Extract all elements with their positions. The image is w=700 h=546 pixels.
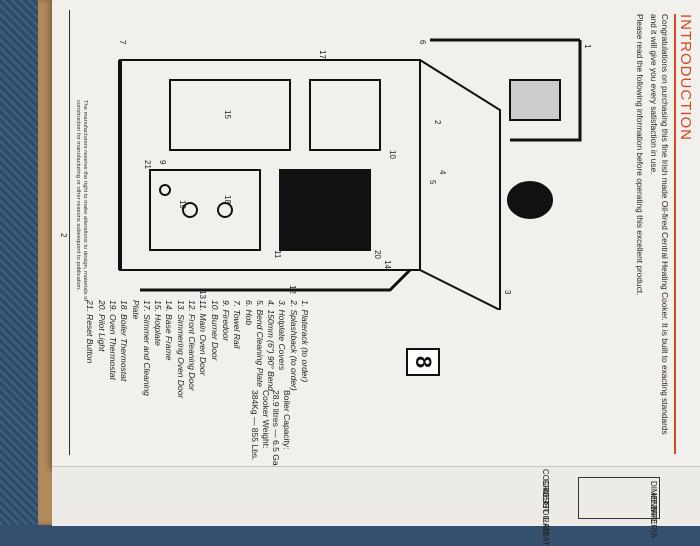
intro-paragraph: Congratulations on purchasing this fine … <box>649 14 671 435</box>
legend-item: 19. Oven Thermostat <box>107 300 118 380</box>
reset-button <box>159 184 171 196</box>
legend-item: 15. Hotplate <box>153 300 164 346</box>
callout-17: 17 <box>318 50 327 59</box>
rotated-page-content: INTRODUCTION Congratulations on purchasi… <box>52 0 700 485</box>
legend-item: 12. Front Cleaning Door <box>187 300 198 391</box>
legend-item: 14. Base Frame <box>164 300 175 361</box>
callout-14: 14 <box>383 260 392 269</box>
legend-item: 18. Boiler Thermostat <box>119 300 130 382</box>
legend-item: 13. Simmering Oven Door <box>175 300 186 399</box>
next-page-content: DIMENS METRIC IMPERIA COOKE GROSS NETT J… <box>52 467 700 546</box>
next-page-line: RADIAT <box>541 517 550 546</box>
callout-7: 7 <box>118 40 127 45</box>
parts-legend: 1. Platerack (to order) 2. Splashback (t… <box>84 300 310 398</box>
legend-item: 17. Simmer and Cleaning <box>141 300 152 396</box>
title-underline <box>674 14 676 454</box>
burner-door <box>309 79 381 151</box>
legend-item: 6. Hob <box>243 300 254 326</box>
instruction-paragraph: Please read the following information be… <box>635 14 645 296</box>
simmer-oven-door <box>169 79 291 151</box>
legend-item: 2. Splashback (to order) <box>288 300 299 391</box>
callout-19: 19 <box>178 200 187 209</box>
legend-item: 9. Firedoor <box>220 300 231 342</box>
diagram-callouts: 1 2 3 4 5 6 7 9 10 11 12 13 14 15 17 18 … <box>118 40 592 299</box>
hotplate-cover <box>509 79 561 121</box>
callout-12: 12 <box>288 285 297 294</box>
callout-6: 6 <box>418 40 427 45</box>
callout-10: 10 <box>388 150 397 159</box>
callout-4: 4 <box>438 170 447 175</box>
boiler-thermostat <box>182 202 198 218</box>
page-title: INTRODUCTION <box>677 14 694 141</box>
callout-9: 9 <box>158 160 167 165</box>
legend-item: 4. 150mm (6") 90° Bend <box>266 300 277 391</box>
legend-item: Plate <box>130 300 141 320</box>
brand-logo: 8 <box>406 348 440 376</box>
callout-11: 11 <box>273 250 282 259</box>
next-page-line: IMPERIA <box>649 505 658 538</box>
next-page: DIMENS METRIC IMPERIA COOKE GROSS NETT J… <box>52 466 700 546</box>
cooker-body-outline <box>119 59 421 271</box>
legend-item: 10. Burner Door <box>209 300 220 361</box>
callout-15: 15 <box>223 110 232 119</box>
intro-text: Congratulations on purchasing this fine … <box>631 14 671 444</box>
cooker-diagram: 1 2 3 4 5 6 7 9 10 11 12 13 14 15 17 18 … <box>118 38 592 310</box>
legend-item: 1. Platerack (to order) <box>300 300 310 383</box>
control-panel <box>149 169 261 251</box>
legend-item: 20. Pilot Light <box>96 300 107 352</box>
callout-1: 1 <box>583 44 592 49</box>
oven-thermostat <box>217 202 233 218</box>
bend-pipe <box>507 181 553 219</box>
cooker-top <box>419 59 501 310</box>
main-oven-door <box>279 169 371 251</box>
footer-note: The manufacturers reserve the right to m… <box>75 100 88 302</box>
callout-21: 21 <box>143 160 152 169</box>
legend-item: 7. Towel Rail <box>232 300 243 349</box>
towel-rail <box>140 268 412 292</box>
footer-rule <box>69 10 70 455</box>
callout-20: 20 <box>373 250 382 259</box>
page-number: 2 <box>59 233 68 238</box>
legend-item: 5. Bend Cleaning Plate <box>254 300 265 387</box>
callout-13: 13 <box>198 290 207 299</box>
callout-2: 2 <box>433 120 442 125</box>
legend-item: 11. Main Oven Door <box>198 300 209 376</box>
callout-3: 3 <box>503 290 512 295</box>
callout-18: 18 <box>223 195 232 204</box>
legend-item: 3. Hotplate Covers <box>277 300 288 371</box>
platerack-frame <box>430 38 582 142</box>
callout-5: 5 <box>428 180 437 185</box>
manual-page: INTRODUCTION Congratulations on purchasi… <box>52 0 700 485</box>
